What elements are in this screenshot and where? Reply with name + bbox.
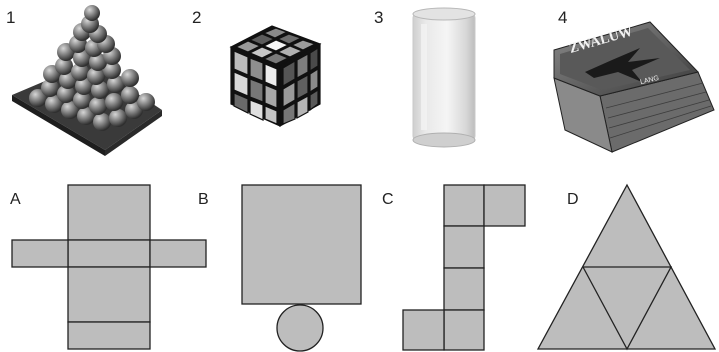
cylinder-net bbox=[242, 185, 361, 351]
cube-net bbox=[403, 185, 525, 350]
rubiks-cube-photo bbox=[231, 26, 320, 126]
cuboid-net bbox=[12, 185, 206, 349]
ball-pyramid-photo bbox=[12, 5, 162, 156]
matchbox-photo: ZWALUW LANG bbox=[554, 22, 714, 152]
glass-cylinder-photo bbox=[413, 8, 475, 147]
tetrahedron-net bbox=[538, 185, 715, 349]
